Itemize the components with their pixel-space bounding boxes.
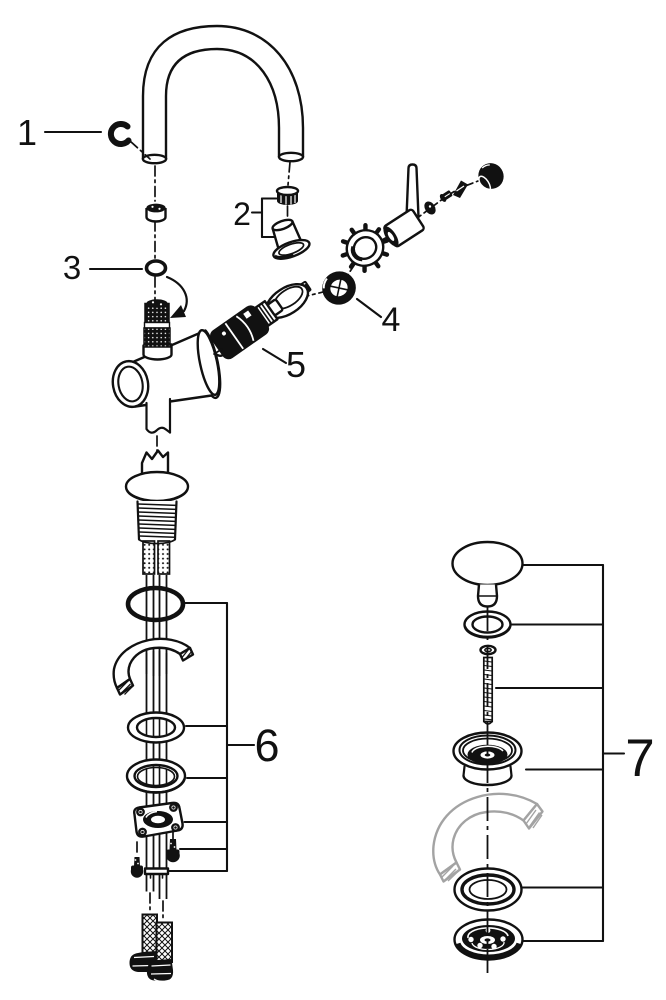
handle-screw-set [424, 180, 468, 215]
tube-tails [145, 874, 168, 899]
cartridge [209, 298, 284, 360]
cone-washer [453, 180, 468, 198]
braided-hose-upper [142, 540, 171, 575]
mousseur-outlet [271, 218, 311, 260]
callout-3: 3 [63, 249, 144, 286]
spout-tube [141, 24, 305, 165]
countertop-section [112, 637, 195, 696]
drain-body-lower [453, 918, 524, 961]
drain-stopper [451, 540, 524, 608]
lock-ring [340, 222, 390, 274]
callout-6: 6 [167, 601, 280, 873]
washer-dished [125, 758, 187, 794]
aerator-insert [275, 161, 300, 218]
body-cartridge-axis [213, 348, 223, 355]
callout-7: 7 [494, 563, 655, 943]
rotation-arrow [165, 275, 188, 318]
sink-section [432, 792, 544, 883]
mounting-plate [133, 801, 184, 838]
callout-1: 1 [17, 112, 103, 153]
callout-7-label: 7 [625, 729, 654, 788]
faucet-body [111, 328, 222, 409]
mounting-flange [124, 470, 190, 503]
shank-nut [143, 867, 170, 879]
body-stub [145, 397, 172, 453]
callout-5: 5 [261, 344, 306, 385]
callout-2: 2 [233, 196, 278, 239]
hose-right [146, 921, 174, 982]
plate-screw-left [130, 841, 144, 878]
callout-2-label: 2 [233, 196, 251, 232]
washer-flat [126, 711, 186, 744]
inlet-shank [142, 299, 173, 361]
callout-4: 4 [355, 297, 401, 339]
callout-5-label: 5 [286, 344, 306, 385]
plate-screw-right [166, 830, 180, 863]
large-o-ring [125, 585, 186, 623]
dome-cap [478, 163, 504, 192]
threaded-shank [136, 500, 178, 545]
seal-ring-4 [322, 271, 356, 305]
bearing-ring [145, 203, 167, 223]
callout-6-label: 6 [254, 720, 279, 771]
lever-handle [383, 163, 425, 248]
callout-1-label: 1 [17, 112, 37, 153]
o-ring-small [144, 259, 168, 277]
callout-3-label: 3 [63, 249, 81, 286]
callout-4-label: 4 [382, 301, 401, 339]
retaining-clip [107, 121, 151, 160]
